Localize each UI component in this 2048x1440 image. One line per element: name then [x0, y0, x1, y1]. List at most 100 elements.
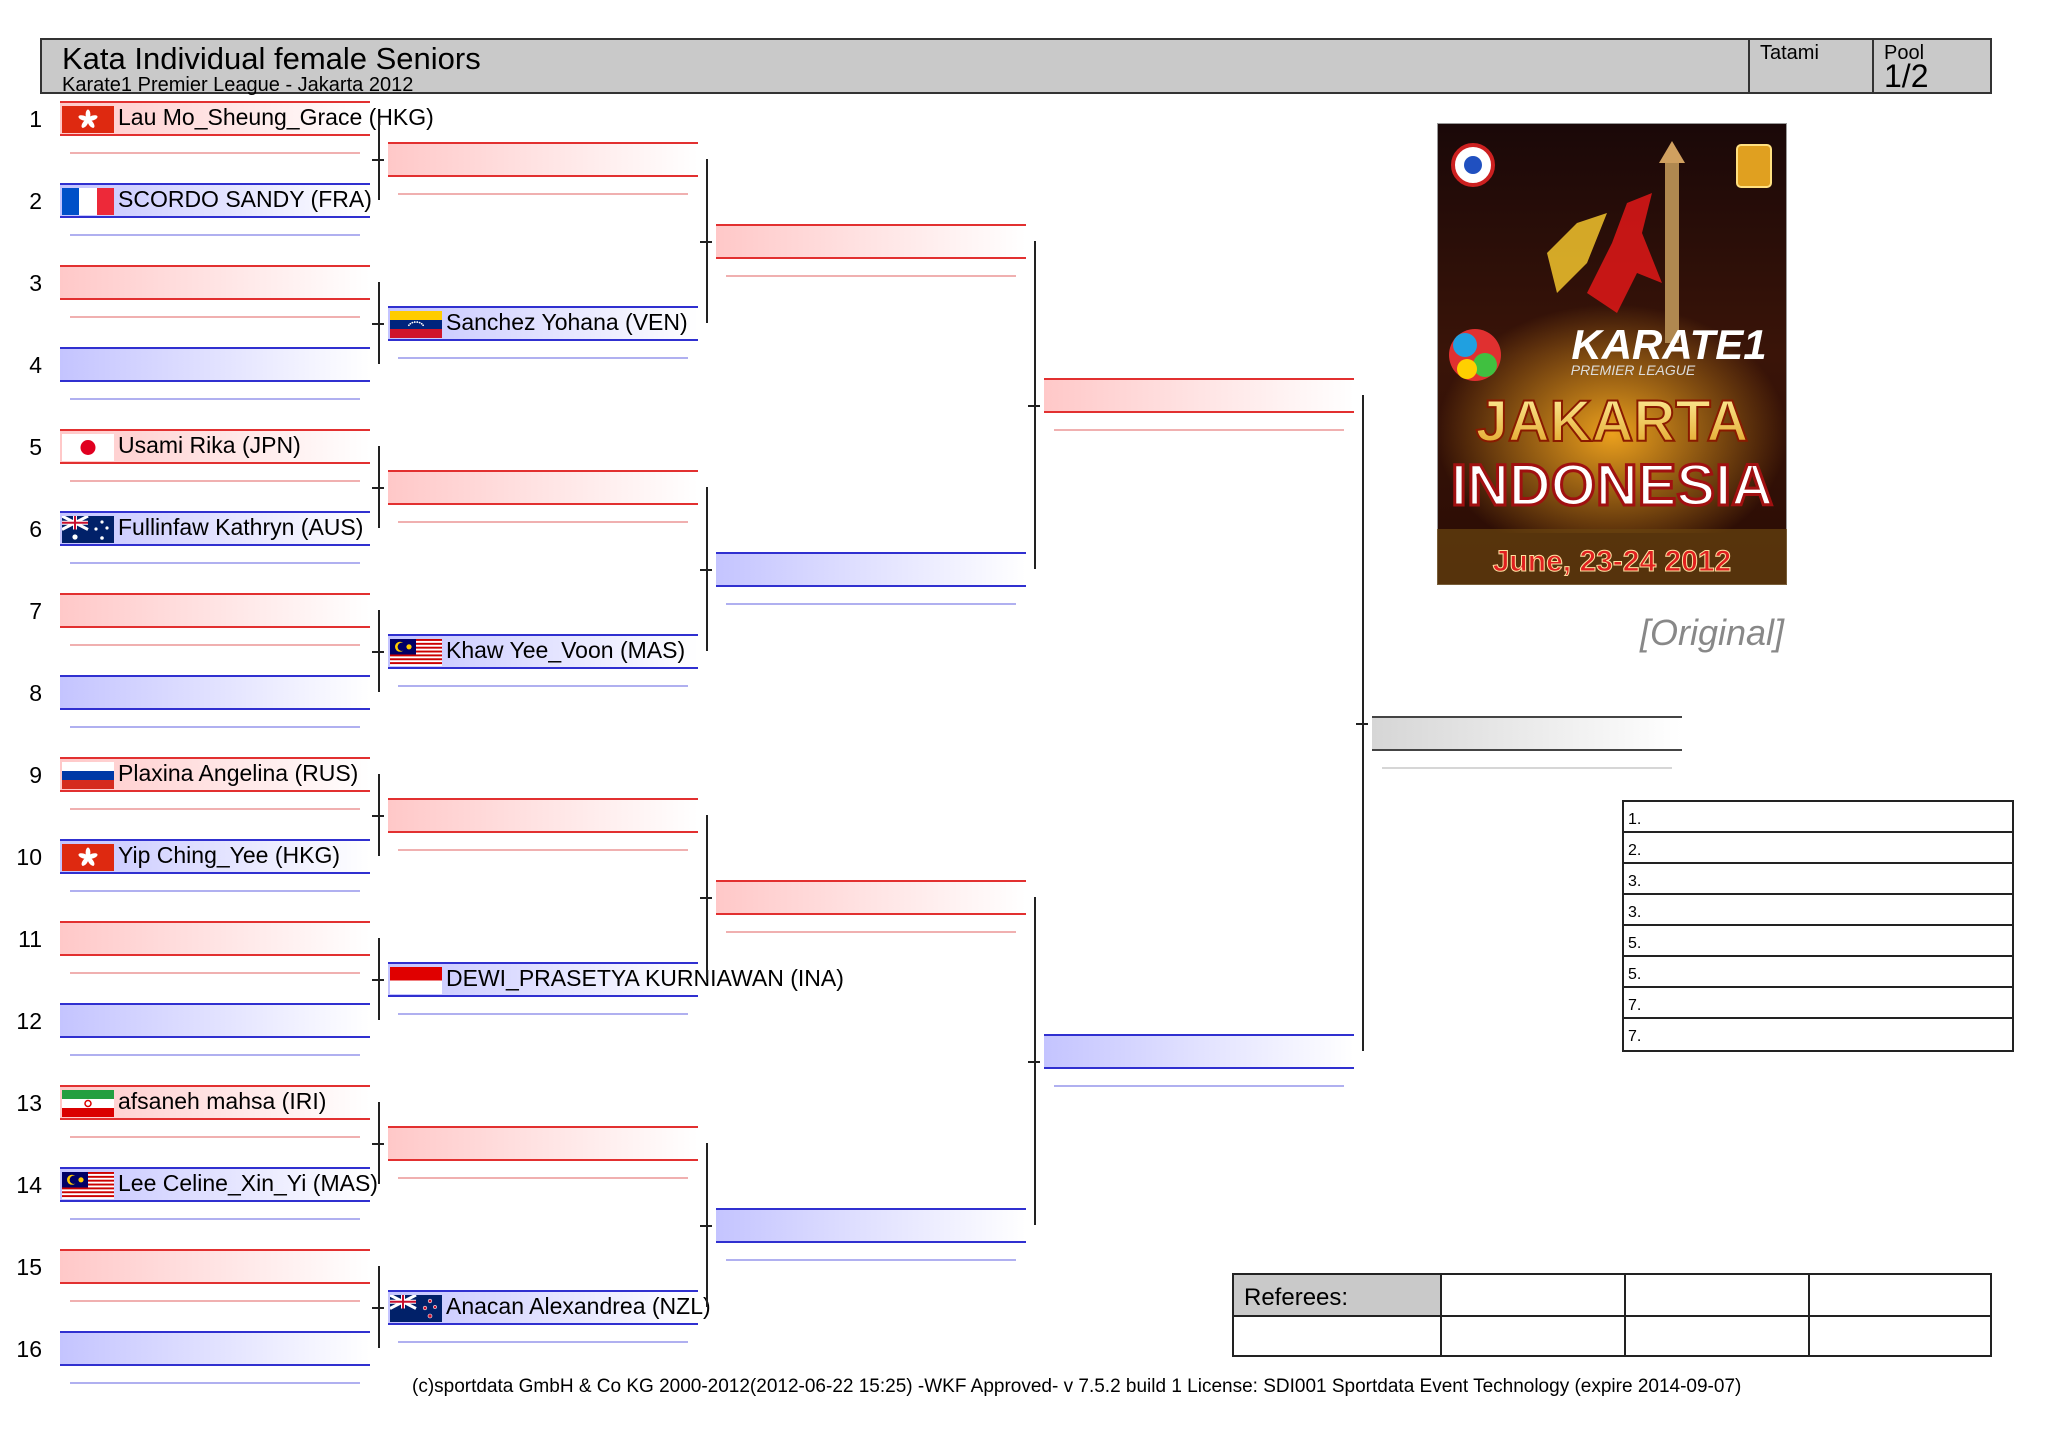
competitor-name: DEWI_PRASETYA KURNIAWAN (INA)	[446, 965, 844, 991]
event-poster: KARATE1 PREMIER LEAGUE JAKARTA INDONESIA…	[1436, 122, 1788, 586]
pool-label: Pool	[1884, 42, 1925, 64]
seed-number: 16	[16, 1336, 42, 1362]
bracket-slot	[388, 142, 698, 177]
copyright-footer: (c)sportdata GmbH & Co KG 2000-2012(2012…	[412, 1376, 1742, 1397]
seed-number: 12	[16, 1008, 42, 1034]
bracket-slot: Anacan Alexandrea (NZL)	[388, 1290, 711, 1325]
flag-mas-icon	[390, 639, 442, 666]
competitor-name: Lau Mo_Sheung_Grace (HKG)	[118, 104, 434, 130]
seed-number: 9	[29, 762, 42, 788]
bracket-slot: Fullinfaw Kathryn (AUS)	[60, 511, 370, 546]
score-line	[70, 562, 360, 564]
results-row: 7.	[1624, 988, 2012, 1019]
bracket-slot	[716, 1208, 1026, 1243]
bracket-slot	[60, 675, 370, 710]
seed-number: 11	[18, 926, 42, 952]
flag-aus-icon	[62, 516, 114, 543]
bracket-connector	[700, 1225, 712, 1227]
results-table: 1.2.3.3.5.5.7.7.	[1622, 800, 2014, 1052]
result-place: 7.	[1628, 1028, 1642, 1045]
seed-number: 7	[29, 598, 42, 624]
bracket-slot: Sanchez Yohana (VEN)	[388, 306, 698, 341]
bracket-slot: Yip Ching_Yee (HKG)	[60, 839, 370, 874]
pool-cell: Pool 1/2	[1872, 40, 1990, 94]
bracket-slot	[388, 1126, 698, 1161]
tatami-cell: Tatami	[1748, 40, 1872, 92]
poster-country: INDONESIA	[1451, 453, 1773, 518]
score-line	[726, 1259, 1016, 1261]
score-line	[70, 152, 360, 154]
seed-number: 2	[29, 188, 42, 214]
competitor-name: afsaneh mahsa (IRI)	[118, 1088, 327, 1114]
results-row: 2.	[1624, 833, 2012, 864]
poster-title: KARATE1	[1571, 321, 1766, 368]
referees-row-divider	[1234, 1315, 1990, 1317]
flag-jpn-icon	[62, 434, 114, 461]
seed-number: 13	[16, 1090, 42, 1116]
results-row: 1.	[1624, 802, 2012, 833]
flag-iri-icon	[62, 1090, 114, 1117]
seed-number: 5	[29, 434, 42, 460]
flag-fra-icon	[62, 188, 114, 215]
referees-label-cell: Referees:	[1234, 1275, 1440, 1315]
bracket-slot: Khaw Yee_Voon (MAS)	[388, 634, 698, 669]
seed-number: 8	[29, 680, 42, 706]
bracket-slot: Lee Celine_Xin_Yi (MAS)	[60, 1167, 378, 1202]
bracket-slot: Lau Mo_Sheung_Grace (HKG)	[60, 101, 434, 136]
score-line	[70, 234, 360, 236]
score-line	[1382, 767, 1672, 769]
flag-hkg-icon	[62, 106, 114, 133]
score-line	[398, 193, 688, 195]
competitor-name: Yip Ching_Yee (HKG)	[118, 842, 341, 868]
score-line	[1054, 1085, 1344, 1087]
score-line	[1054, 429, 1344, 431]
bracket-slot	[1044, 1034, 1354, 1069]
score-line	[70, 726, 360, 728]
result-place: 7.	[1628, 997, 1642, 1014]
score-line	[70, 1218, 360, 1220]
flag-mas-icon	[62, 1172, 114, 1199]
bracket-connector	[372, 815, 384, 817]
score-line	[70, 316, 360, 318]
sheet-header: Kata Individual female Seniors Karate1 P…	[40, 38, 1992, 96]
bracket-connector	[372, 159, 384, 161]
tatami-label: Tatami	[1760, 42, 1819, 64]
competitor-name: Sanchez Yohana (VEN)	[446, 309, 688, 335]
score-line	[398, 685, 688, 687]
score-line	[70, 890, 360, 892]
bracket-slot: afsaneh mahsa (IRI)	[60, 1085, 370, 1120]
score-line	[70, 1054, 360, 1056]
bracket-connector	[700, 897, 712, 899]
poster-dates: June, 23-24 2012	[1493, 545, 1732, 578]
bracket-slot	[60, 921, 370, 956]
pool-value: 1/2	[1884, 58, 1929, 94]
seed-number: 15	[16, 1254, 42, 1280]
seed-number: 4	[29, 352, 42, 378]
flag-ven-icon	[390, 311, 442, 338]
competitor-name: Lee Celine_Xin_Yi (MAS)	[118, 1170, 378, 1196]
results-row: 5.	[1624, 926, 2012, 957]
bracket-connector	[372, 323, 384, 325]
score-line	[70, 1136, 360, 1138]
score-line	[70, 398, 360, 400]
poster-city: JAKARTA	[1476, 389, 1749, 454]
bracket-slot	[716, 880, 1026, 915]
category-title: Kata Individual female Seniors	[62, 41, 481, 76]
bracket-slot	[60, 1331, 370, 1366]
bracket-slot	[716, 224, 1026, 259]
seed-number: 6	[29, 516, 42, 542]
bracket-connector	[372, 651, 384, 653]
bracket-slot: SCORDO SANDY (FRA)	[60, 183, 372, 218]
original-label: [Original]	[1640, 612, 1785, 653]
bracket-slot	[388, 798, 698, 833]
competitor-name: Fullinfaw Kathryn (AUS)	[118, 514, 364, 540]
bracket-connector	[700, 569, 712, 571]
score-line	[726, 275, 1016, 277]
bracket-slot	[60, 1249, 370, 1284]
result-place: 5.	[1628, 935, 1642, 952]
results-row: 3.	[1624, 864, 2012, 895]
score-line	[70, 972, 360, 974]
referees-label: Referees:	[1244, 1284, 1349, 1311]
result-place: 1.	[1628, 811, 1642, 828]
